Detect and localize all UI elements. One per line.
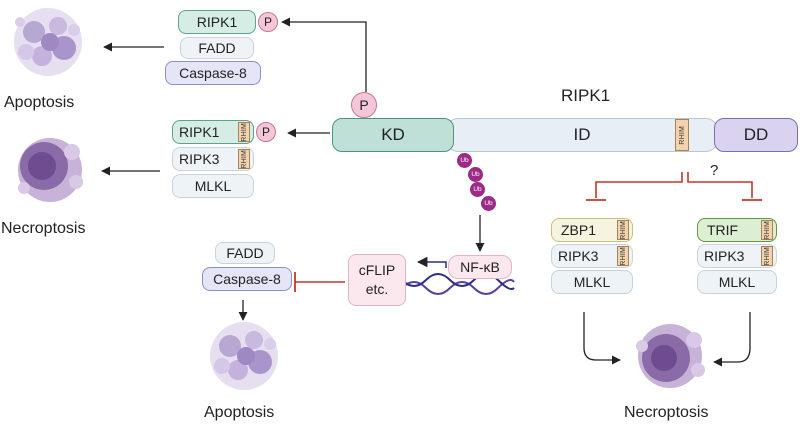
ripk1-label: RIPK1 bbox=[179, 124, 220, 140]
ubiquitin-icon: Ub bbox=[481, 196, 496, 211]
ripk1-box: RIPK1 bbox=[178, 10, 256, 34]
ripk3-rhim-box: RIPK3 RHIM bbox=[551, 244, 633, 268]
protein-rhim-domain: RHIM bbox=[675, 119, 689, 151]
inhibit-rhim-zbp1 bbox=[595, 172, 683, 198]
cflip-label: cFLIP bbox=[358, 262, 396, 278]
kd-domain: KD bbox=[332, 118, 454, 152]
apoptosis-label-bottom: Apoptosis bbox=[204, 404, 275, 421]
zbp1-rhim-box: ZBP1 RHIM bbox=[551, 218, 633, 242]
arrow-kd-to-top-complex bbox=[281, 17, 367, 92]
apoptotic-cell-icon bbox=[14, 8, 82, 76]
necroptotic-cell-icon bbox=[18, 138, 83, 202]
rhim-domain: RHIM bbox=[761, 220, 773, 240]
mlkl-box: MLKL bbox=[551, 270, 633, 294]
dna-helix bbox=[401, 273, 515, 295]
necroptotic-cell-bottom-icon bbox=[636, 324, 705, 388]
rhim-domain: RHIM bbox=[617, 246, 629, 266]
cflip-etc-label: etc. bbox=[365, 281, 389, 297]
nfkb-box: NF-κB bbox=[448, 255, 512, 279]
dd-domain: DD bbox=[714, 118, 798, 152]
caspase8-box: Caspase-8 bbox=[202, 267, 292, 291]
zbp1-label: ZBP1 bbox=[561, 222, 597, 238]
necroptosis-label-left: Necroptosis bbox=[1, 220, 86, 237]
ripk1-rhim-box: RIPK1 RHIM bbox=[172, 120, 254, 144]
cflip-box: cFLIP etc. bbox=[348, 254, 406, 306]
rhim-domain: RHIM bbox=[238, 122, 250, 142]
kd-phospho-badge: P bbox=[351, 92, 377, 118]
id-domain: ID bbox=[446, 118, 718, 152]
ripk1-title: RIPK1 bbox=[561, 86, 611, 105]
ripk3-label: RIPK3 bbox=[558, 248, 599, 264]
rhim-domain: RHIM bbox=[617, 220, 629, 240]
mlkl-box: MLKL bbox=[172, 174, 254, 198]
trif-rhim-box: TRIF RHIM bbox=[697, 218, 777, 242]
apoptotic-cell-bottom-icon bbox=[210, 322, 278, 390]
caspase8-box: Caspase-8 bbox=[165, 61, 261, 85]
ripk3-label: RIPK3 bbox=[704, 248, 745, 264]
inhibit-rhim-trif bbox=[687, 172, 753, 198]
apoptosis-label-top: Apoptosis bbox=[4, 94, 75, 111]
ubiquitin-icon: Ub bbox=[468, 167, 483, 182]
arrow-trif-to-necroptosis bbox=[713, 312, 751, 367]
arrow-zbp1-to-necroptosis bbox=[583, 312, 621, 365]
fadd-box: FADD bbox=[215, 242, 275, 264]
phospho-badge: P bbox=[258, 12, 278, 32]
arrow-nfkb-to-cflip bbox=[416, 256, 447, 268]
trif-label: TRIF bbox=[707, 222, 739, 238]
ubiquitin-icon: Ub bbox=[470, 182, 485, 197]
ubiquitin-icon: Ub bbox=[457, 153, 472, 168]
fadd-box: FADD bbox=[180, 37, 254, 59]
ripk3-label: RIPK3 bbox=[179, 151, 220, 167]
phospho-badge: P bbox=[256, 122, 276, 142]
ripk3-rhim-box: RIPK3 RHIM bbox=[172, 147, 254, 171]
rhim-domain: RHIM bbox=[238, 149, 250, 169]
question-mark: ? bbox=[710, 162, 719, 179]
rhim-domain: RHIM bbox=[761, 246, 773, 266]
mlkl-box: MLKL bbox=[697, 270, 777, 294]
necroptosis-label-right: Necroptosis bbox=[624, 404, 709, 421]
ripk3-rhim-box: RIPK3 RHIM bbox=[697, 244, 777, 268]
